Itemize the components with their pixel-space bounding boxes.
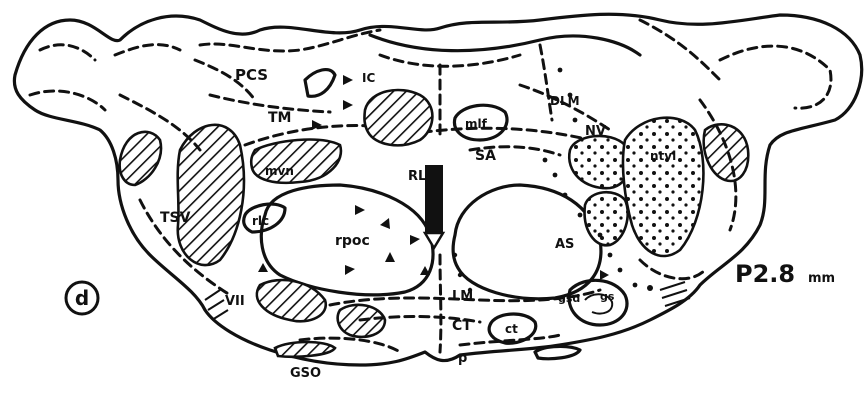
right-lower-dotted bbox=[585, 192, 628, 245]
upper-layer-5 bbox=[40, 45, 180, 60]
gso-hatched bbox=[275, 342, 335, 357]
midline-raphe-tip bbox=[425, 233, 443, 248]
midline-raphe-bar bbox=[425, 165, 443, 233]
label-ct-small: ct bbox=[505, 322, 518, 336]
label-nv: NV bbox=[585, 124, 606, 139]
tract-right-2 bbox=[640, 260, 705, 279]
ic-left-notch bbox=[305, 70, 335, 97]
label-rl: RL bbox=[408, 169, 426, 184]
left-lateral-hatched bbox=[120, 132, 161, 185]
label-dlm: DLM bbox=[550, 94, 580, 108]
ventral-small-oval bbox=[535, 346, 580, 358]
panel-letter: d bbox=[75, 286, 89, 310]
upper-layer-7 bbox=[30, 91, 105, 110]
label-as: AS bbox=[555, 237, 574, 252]
label-ic: IC bbox=[362, 71, 375, 85]
panel-letter-badge: d bbox=[66, 282, 98, 314]
upper-layer-3 bbox=[370, 35, 640, 55]
right-large-region bbox=[453, 185, 601, 299]
midline-lower bbox=[440, 255, 441, 352]
label-rpoc: rpoc bbox=[335, 233, 370, 249]
label-ct: CT bbox=[452, 318, 472, 334]
label-ntvl: ntvl bbox=[650, 149, 676, 163]
label-tm: TM bbox=[268, 110, 291, 126]
nv-dotted-nucleus bbox=[569, 136, 630, 188]
label-vii: VII bbox=[225, 294, 245, 309]
label-lm: LM bbox=[452, 289, 473, 304]
dlm-tract bbox=[540, 45, 552, 120]
upper-layer-2 bbox=[380, 55, 520, 66]
tsv-hatched-region bbox=[178, 125, 244, 265]
upper-layer-6 bbox=[720, 46, 831, 108]
label-mlf: mlf bbox=[465, 117, 488, 131]
label-tsv: TSV bbox=[160, 210, 191, 226]
label-mvn: mvn bbox=[265, 164, 294, 178]
label-gs: gs bbox=[600, 290, 615, 303]
label-rlc: rlc bbox=[252, 214, 269, 228]
label-gso: GSO bbox=[290, 366, 321, 381]
label-p: p bbox=[458, 351, 467, 366]
level-label: P2.8 bbox=[735, 260, 795, 288]
label-gsd: gsd bbox=[558, 292, 580, 305]
ic-hatched-region bbox=[364, 90, 432, 145]
level-unit: mm bbox=[808, 271, 835, 286]
right-lateral-hatched bbox=[704, 124, 749, 181]
upper-layer-4 bbox=[640, 20, 720, 80]
label-pcs: PCS bbox=[235, 66, 268, 84]
ntvl-dotted-region bbox=[623, 118, 703, 256]
label-sa: SA bbox=[475, 148, 496, 164]
